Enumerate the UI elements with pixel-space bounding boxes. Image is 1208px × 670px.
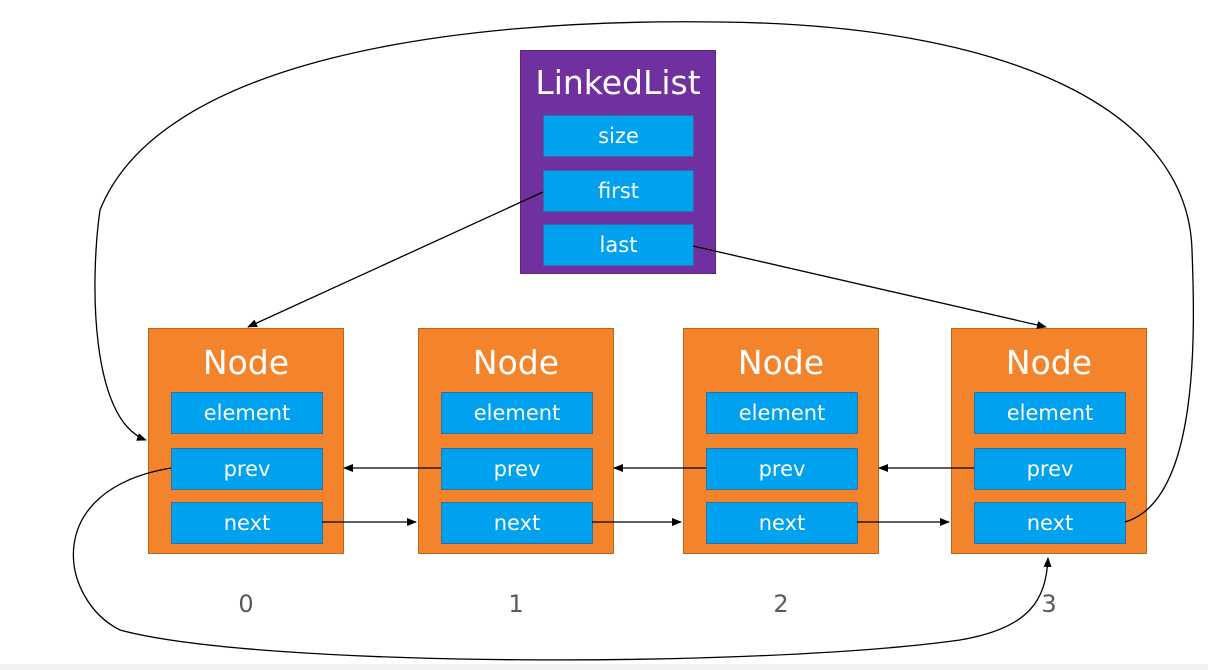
linkedlist-title: LinkedList [535, 63, 701, 102]
node-next-field: next [171, 502, 323, 544]
node-title: Node [202, 343, 290, 382]
node-next-field: next [706, 502, 858, 544]
linkedlist-last-field: last [543, 224, 694, 266]
node-title: Node [737, 343, 825, 382]
bottom-strip [0, 664, 1208, 670]
node-index-label: 0 [238, 590, 254, 618]
node-prev-field: prev [706, 448, 858, 490]
node-index-label: 1 [508, 590, 524, 618]
node-title: Node [1005, 343, 1093, 382]
last-pointer-arrow [692, 245, 1047, 329]
node-prev-field: prev [171, 448, 323, 490]
node-2: Node element prev next [683, 328, 879, 554]
node-element-field: element [171, 392, 323, 434]
node-3: Node element prev next [951, 328, 1147, 554]
node-prev-field: prev [974, 448, 1126, 490]
node-index-label: 2 [773, 590, 789, 618]
node-index-label: 3 [1041, 590, 1057, 618]
node-element-field: element [441, 392, 593, 434]
node-next-field: next [441, 502, 593, 544]
node-title: Node [472, 343, 560, 382]
node-element-field: element [974, 392, 1126, 434]
first-pointer-arrow [247, 191, 544, 328]
node-element-field: element [706, 392, 858, 434]
linkedlist-size-field: size [543, 115, 694, 157]
linkedlist-box: LinkedList size first last [520, 50, 716, 274]
node-prev-field: prev [441, 448, 593, 490]
node-0: Node element prev next [148, 328, 344, 554]
linkedlist-first-field: first [543, 170, 694, 212]
node-next-field: next [974, 502, 1126, 544]
node-1: Node element prev next [418, 328, 614, 554]
